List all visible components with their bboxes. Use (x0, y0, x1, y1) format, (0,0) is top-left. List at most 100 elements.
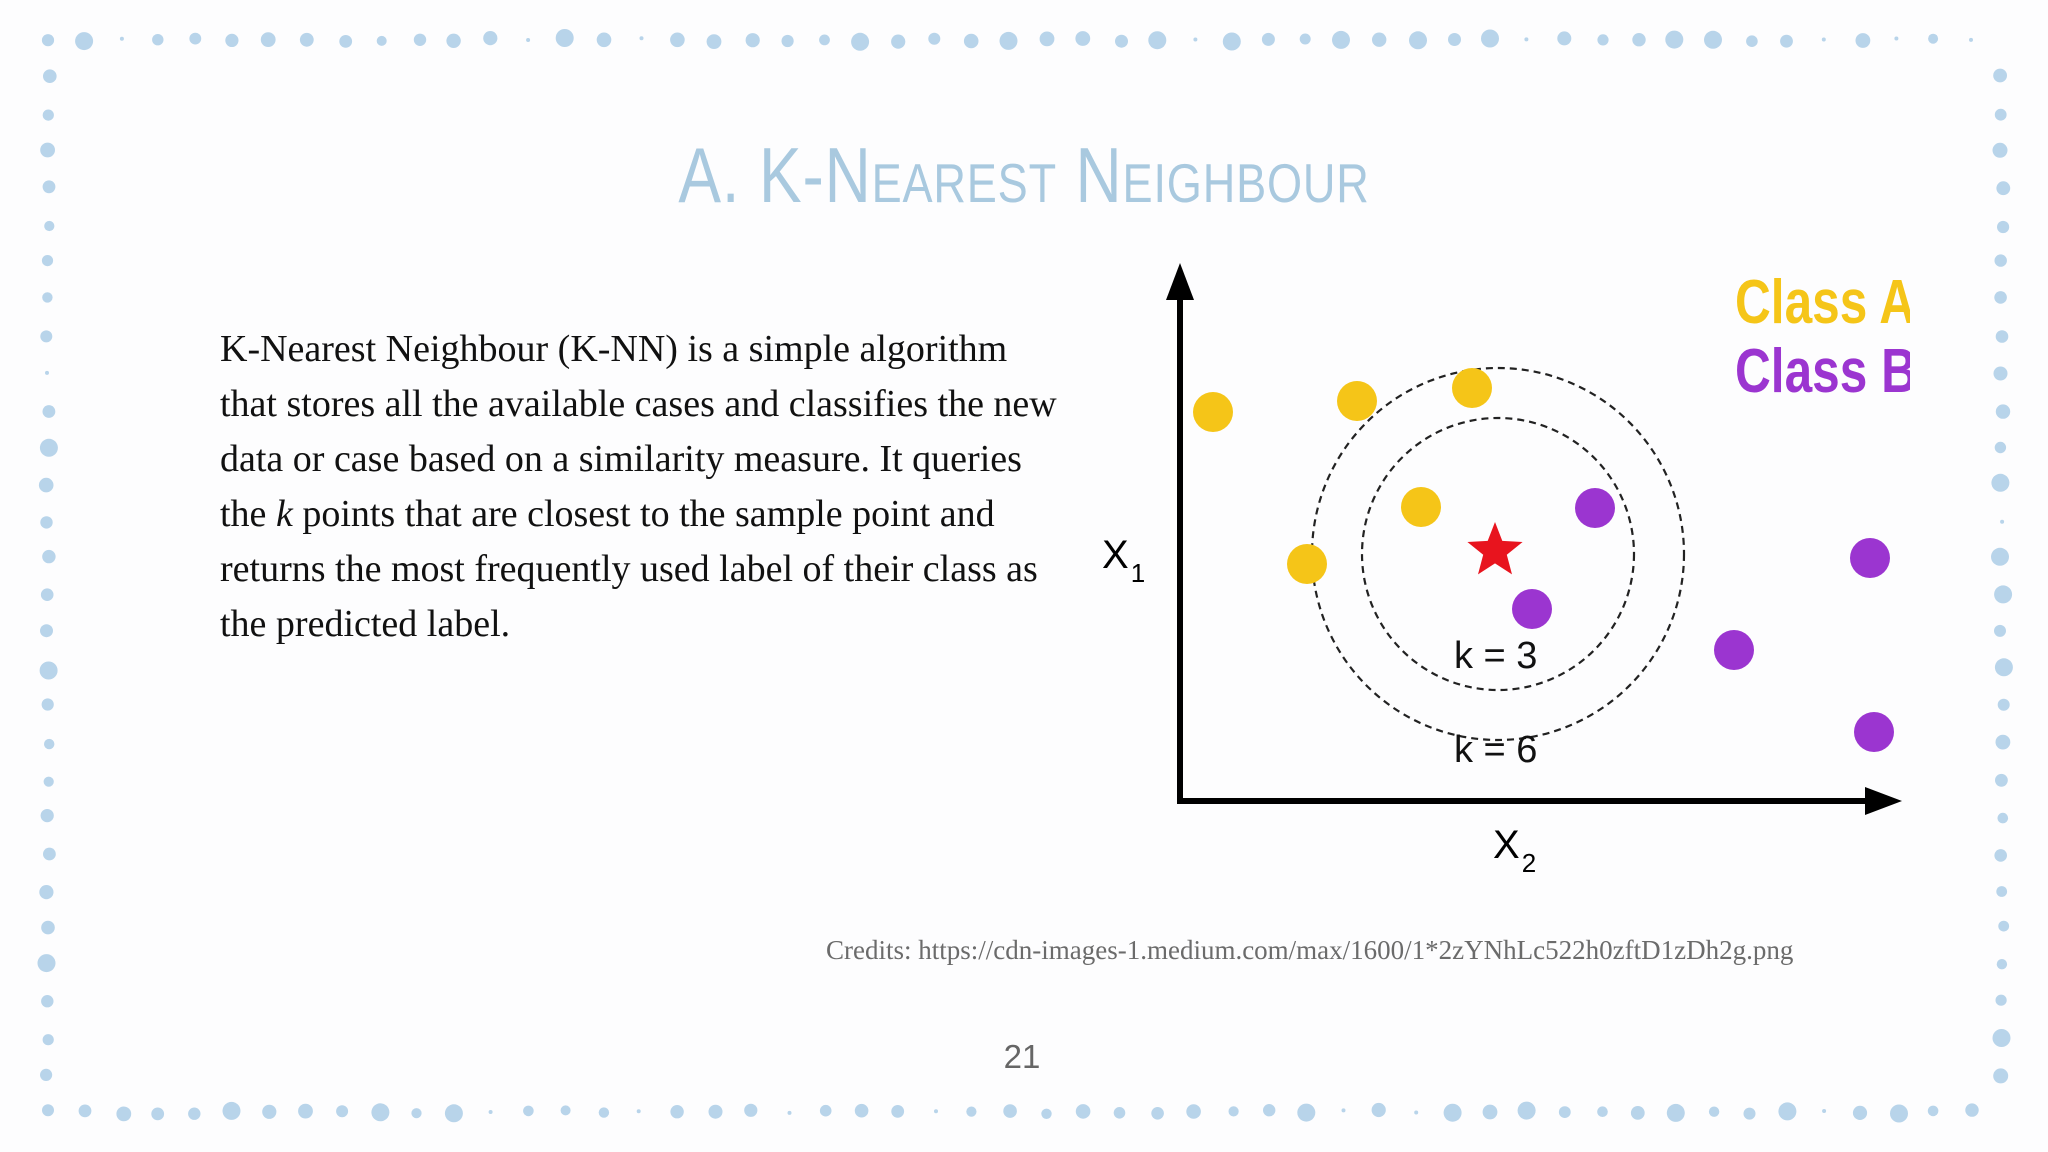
border-dot (39, 438, 58, 457)
border-dot (1995, 734, 2011, 750)
outer-circle-k6 (1310, 366, 1686, 742)
border-dot (636, 1109, 641, 1114)
border-dot (42, 1104, 54, 1117)
border-dot (1993, 68, 2007, 83)
border-dot (1261, 32, 1275, 46)
border-dot (1822, 1109, 1827, 1113)
border-dot (1927, 1105, 1939, 1117)
border-dot (42, 109, 54, 121)
y-axis-arrow (1166, 263, 1194, 300)
border-dot (45, 370, 49, 375)
class-b-point (1854, 712, 1894, 752)
border-dot (1997, 698, 2010, 711)
border-dot (819, 1104, 832, 1117)
border-dot (1995, 994, 2007, 1006)
border-dot (38, 477, 54, 493)
border-dot (189, 32, 202, 45)
body-text-part-2: points that are closest to the sample po… (220, 493, 1038, 645)
border-dot (596, 32, 612, 48)
border-dot (1894, 36, 1899, 41)
page-number: 21 (1003, 1038, 1041, 1075)
border-dot (1994, 585, 2013, 604)
border-dot (75, 32, 94, 51)
border-dot (39, 661, 58, 680)
border-dot (1821, 37, 1826, 42)
border-dot (44, 220, 55, 232)
body-text-part-1: K-Nearest Neighbour (K-NN) is a simple a… (220, 328, 1057, 535)
border-dot (854, 1103, 869, 1118)
class-b-point (1512, 589, 1552, 629)
border-dot (1632, 33, 1646, 47)
border-dot (598, 1107, 610, 1118)
border-dot (339, 35, 353, 48)
border-dot (1448, 33, 1461, 46)
border-dot (225, 33, 239, 48)
border-dot (1965, 1103, 1979, 1117)
border-dot (446, 33, 461, 48)
border-dot (523, 1105, 534, 1117)
border-dot (2000, 519, 2005, 524)
border-dot (1997, 812, 2009, 824)
border-dot (298, 1103, 313, 1119)
body-text-k: k (275, 493, 293, 535)
border-dot (1890, 1104, 1908, 1123)
border-dot (42, 180, 56, 194)
border-dot (1994, 624, 2006, 637)
border-dot (1708, 1106, 1720, 1117)
border-dot (42, 1034, 54, 1046)
border-dot (336, 1105, 349, 1118)
border-dot (787, 1110, 792, 1115)
border-dot (42, 405, 56, 418)
border-dot (376, 35, 387, 46)
border-dot (1994, 291, 2007, 304)
border-dot (299, 32, 314, 47)
border-dot (119, 36, 124, 41)
class-a-point (1287, 544, 1327, 584)
border-dot (371, 1103, 390, 1122)
border-dot (670, 32, 685, 48)
border-dot (1075, 31, 1091, 46)
border-dot (934, 1109, 938, 1114)
border-dot (560, 1105, 571, 1116)
border-dot (1778, 1102, 1797, 1121)
border-dot (1193, 37, 1198, 42)
border-dot (41, 698, 54, 711)
border-dot (1994, 441, 2007, 454)
border-dot (40, 624, 53, 638)
border-dot (40, 330, 53, 343)
border-dot (1928, 33, 1939, 44)
border-dot (43, 69, 57, 83)
border-dot (1993, 1068, 2009, 1084)
border-dot (1557, 31, 1572, 46)
border-dot (744, 1103, 758, 1117)
border-dot (151, 1107, 165, 1121)
border-dot (222, 1101, 241, 1120)
border-dot (1228, 1106, 1239, 1117)
border-dot (1151, 1107, 1164, 1120)
query-point-star (1467, 522, 1523, 575)
border-dot (1299, 33, 1311, 45)
x-axis-label: X2 (1493, 823, 1536, 878)
body-text: K-Nearest Neighbour (K-NN) is a simple a… (220, 322, 1060, 652)
border-dot (1991, 547, 2009, 566)
border-dot (1666, 1103, 1685, 1122)
border-dot (1003, 1104, 1017, 1118)
slide-title: A. K-Nearest Neighbour (678, 131, 1370, 219)
border-dot (1995, 404, 2011, 419)
border-dot (639, 36, 644, 41)
class-b-point (1714, 630, 1754, 670)
border-dot (1481, 29, 1499, 48)
border-dot (1524, 37, 1529, 42)
border-dot (1414, 1110, 1419, 1115)
border-dot (928, 32, 941, 45)
border-dot (1665, 30, 1684, 49)
class-b-point (1850, 538, 1890, 578)
border-dot (42, 292, 53, 303)
border-dot (999, 31, 1018, 50)
border-dot (42, 549, 56, 564)
border-dot (444, 1104, 463, 1123)
border-dot (1222, 32, 1241, 51)
border-dot (1332, 30, 1350, 49)
border-dot (1746, 35, 1758, 47)
